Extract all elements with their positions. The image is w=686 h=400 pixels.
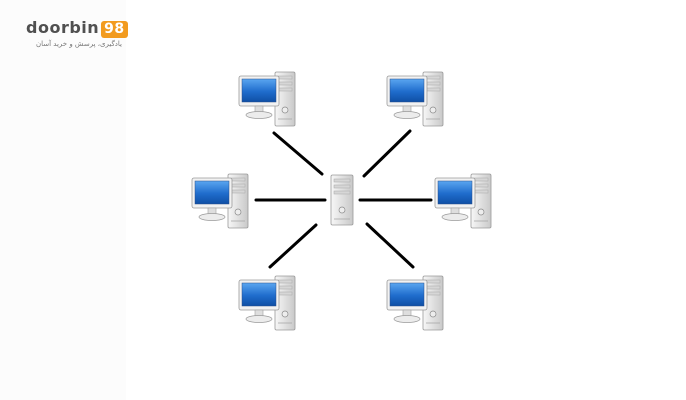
pc-top-right-desktop-computer-icon xyxy=(386,71,444,127)
pc-middle-right-desktop-computer-icon xyxy=(434,173,492,229)
link-bottom-right xyxy=(365,222,415,269)
left-margin-strip xyxy=(0,0,126,400)
link-top-right xyxy=(362,129,412,178)
server-tower-icon xyxy=(330,174,354,226)
pc-top-left-desktop-computer-icon xyxy=(238,71,296,127)
logo-text: doorbin xyxy=(26,18,100,37)
pc-bottom-left-desktop-computer-icon xyxy=(238,275,296,331)
logo-badge: 98 xyxy=(101,21,128,38)
pc-middle-left-desktop-computer-icon xyxy=(191,173,249,229)
pc-bottom-right-desktop-computer-icon xyxy=(386,275,444,331)
network-links xyxy=(254,129,433,269)
link-bottom-left xyxy=(268,223,318,269)
logo-tagline: یادگیری، پرسش و خرید آسان xyxy=(35,40,122,48)
link-top-left xyxy=(272,131,324,176)
